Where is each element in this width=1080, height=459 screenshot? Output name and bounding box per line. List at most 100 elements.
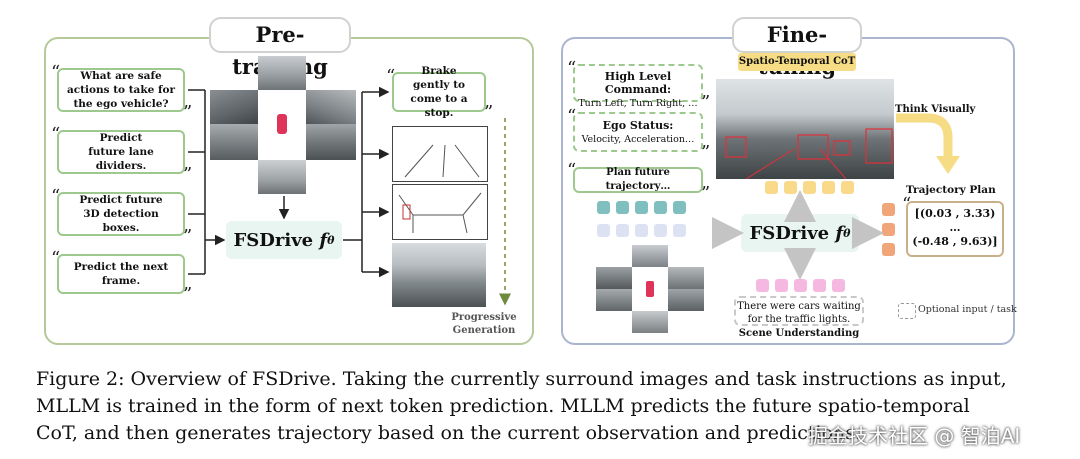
spatio-temporal-cot-badge: Spatio-Temporal CoT <box>738 53 856 71</box>
text-token <box>616 201 629 214</box>
camera-front <box>632 245 668 267</box>
finetuning-arrows <box>712 113 960 280</box>
image-token <box>673 224 686 237</box>
quote-open-icon: “ <box>386 66 396 87</box>
progressive-label: Progressive Generation <box>451 312 517 336</box>
lane-divider-sketch <box>404 144 480 178</box>
ego-status-title: Ego Status: <box>602 119 674 132</box>
figure-caption-line-3: CoT, and then generates trajectory based… <box>36 422 862 444</box>
quote-close-icon: ” <box>701 92 711 113</box>
quote-close-icon: ” <box>701 142 711 163</box>
plan-trajectory-prompt: Plan future trajectory… <box>573 167 703 193</box>
quote-open-icon: “ <box>567 106 577 127</box>
quote-close-icon: ” <box>183 226 193 247</box>
scene-token <box>775 279 788 292</box>
optional-legend-label: Optional input / task <box>918 304 1017 315</box>
image-token-row <box>597 224 697 238</box>
next-frame-output <box>392 243 486 307</box>
quote-close-icon: ” <box>701 183 711 204</box>
optional-legend-swatch <box>898 303 916 319</box>
quote-open-icon: “ <box>51 124 61 145</box>
quote-close-icon: ” <box>183 164 193 185</box>
question-next-frame: Predict the next frame. <box>57 254 185 294</box>
camera-back-right <box>306 124 356 160</box>
high-level-command-values: Turn Left, Turn Right, … <box>578 98 698 109</box>
question-3d-boxes: Predict future 3D detection boxes. <box>57 192 185 236</box>
scene-token <box>832 279 845 292</box>
camera-front <box>258 56 306 90</box>
high-level-command-title: High Level Command: <box>604 70 672 96</box>
surround-camera-grid <box>210 56 356 194</box>
ego-status-values: Velocity, Acceleration… <box>581 134 695 145</box>
text-token <box>654 201 667 214</box>
ego-vehicle-icon <box>277 114 287 134</box>
quote-open-icon: “ <box>51 186 61 207</box>
scene-token <box>813 279 826 292</box>
future-token <box>822 181 835 194</box>
figure-caption-line-1: Figure 2: Overview of FSDrive. Taking th… <box>36 368 1007 390</box>
model-label: FSDrive <box>749 222 830 244</box>
camera-front-left <box>210 90 258 124</box>
surround-camera-grid <box>596 245 704 333</box>
quote-open-icon: “ <box>567 58 577 79</box>
scene-understanding-label: Scene Understanding <box>738 328 860 339</box>
image-token <box>616 224 629 237</box>
watermark: 掘金技术社区 @ 智泊AI <box>808 424 1021 448</box>
camera-back <box>632 311 668 333</box>
image-token <box>635 224 648 237</box>
model-subscript: θ <box>327 233 335 247</box>
trajectory-plan-title: Trajectory Plan <box>906 184 996 196</box>
quote-open-icon: “ <box>51 62 61 83</box>
trajectory-line-2: … <box>949 221 961 234</box>
scene-token <box>794 279 807 292</box>
quote-open-icon: “ <box>567 160 577 181</box>
camera-front-right <box>306 90 356 124</box>
camera-back-left <box>210 124 258 160</box>
camera-back-right <box>668 289 704 311</box>
high-level-command-box: High Level Command: Turn Left, Turn Righ… <box>573 64 703 109</box>
ego-vehicle-icon <box>646 281 654 297</box>
text-token <box>597 201 610 214</box>
ego-status-box: Ego Status: Velocity, Acceleration… <box>573 112 703 152</box>
question-safe-actions: What are safe actions to take for the eg… <box>57 68 185 112</box>
text-token <box>635 201 648 214</box>
question-lane-dividers: Predict future lane dividers. <box>57 130 185 174</box>
scene-token-row <box>756 279 856 293</box>
detection-box-sketch <box>398 192 482 234</box>
figure-caption-line-2: MLLM is trained in the form of next toke… <box>36 395 970 417</box>
model-subscript: θ <box>843 226 851 240</box>
camera-back <box>258 160 306 194</box>
trajectory-token <box>882 223 895 236</box>
text-token-row <box>597 201 697 215</box>
trajectory-plan-box: [(0.03 , 3.33) … (-0.48 , 9.63)] <box>906 201 1004 257</box>
model-symbol: f <box>319 229 328 251</box>
model-label: FSDrive <box>233 229 314 251</box>
future-token <box>841 181 854 194</box>
trajectory-line-3: (-0.48 , 9.63)] <box>912 235 998 248</box>
trajectory-token-column <box>882 203 896 259</box>
trajectory-token <box>882 243 895 256</box>
quote-close-icon: ” <box>183 284 193 305</box>
trajectory-line-1: [(0.03 , 3.33) <box>914 207 996 220</box>
think-visually-label: Think Visually <box>895 104 976 115</box>
trajectory-token <box>882 203 895 216</box>
camera-front-left <box>596 267 632 289</box>
quote-close-icon: ” <box>183 102 193 123</box>
detection-box-output <box>392 184 488 240</box>
text-token <box>673 201 686 214</box>
pretraining-arrows <box>188 86 511 306</box>
quote-close-icon: ” <box>484 102 494 123</box>
model-symbol: f <box>835 222 844 244</box>
future-token <box>765 181 778 194</box>
future-frame-image <box>716 79 894 179</box>
scene-token <box>756 279 769 292</box>
image-token <box>597 224 610 237</box>
camera-front-right <box>668 267 704 289</box>
detection-overlay <box>725 128 893 179</box>
scene-understanding-box: There were cars waiting for the traffic … <box>734 296 864 326</box>
image-token <box>654 224 667 237</box>
quote-open-icon: “ <box>51 248 61 269</box>
lane-divider-output <box>392 126 488 182</box>
